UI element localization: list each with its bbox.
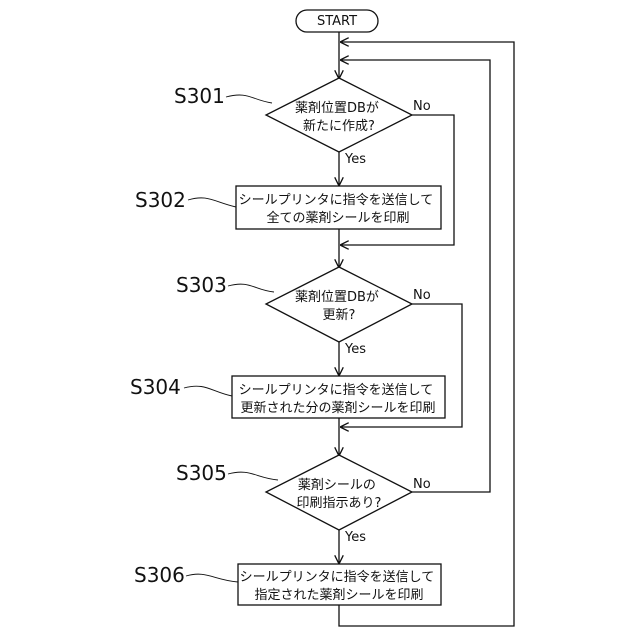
process-s304-line1: シールプリンタに指令を送信して: [239, 383, 434, 398]
process-s304-line2: 更新された分の薬剤シールを印刷: [240, 400, 435, 416]
decision-s305-line1: 薬剤シールの: [298, 477, 376, 493]
yes-label-s301: Yes: [344, 152, 366, 167]
decision-s303: 薬剤位置DBが 更新? S303 No Yes: [176, 267, 431, 357]
decision-s301: 薬剤位置DBが 新たに作成? S301 No Yes: [174, 78, 431, 167]
step-id-s303: S303: [176, 273, 227, 297]
no-label-s301: No: [413, 99, 431, 114]
yes-label-s305: Yes: [344, 530, 366, 545]
decision-s303-line2: 更新?: [323, 307, 356, 323]
decision-s305-line2: 印刷指示あり?: [297, 496, 382, 511]
decision-s303-line1: 薬剤位置DBが: [295, 289, 379, 305]
decision-s305: 薬剤シールの 印刷指示あり? S305 No Yes: [176, 455, 431, 545]
decision-s301-line1: 薬剤位置DBが: [295, 100, 379, 116]
process-s306-line2: 指定された薬剤シールを印刷: [254, 587, 423, 603]
decision-s301-line2: 新たに作成?: [303, 118, 375, 134]
process-s302-line2: 全ての薬剤シールを印刷: [266, 210, 409, 226]
process-s306: シールプリンタに指令を送信して 指定された薬剤シールを印刷 S306: [134, 563, 441, 605]
step-id-s304: S304: [130, 375, 181, 399]
start-label: START: [317, 14, 357, 29]
no-label-s303: No: [413, 288, 431, 303]
yes-label-s303: Yes: [344, 342, 366, 357]
start-terminal: START: [296, 10, 378, 32]
step-id-s306: S306: [134, 563, 185, 587]
no-label-s305: No: [413, 477, 431, 492]
step-id-s305: S305: [176, 461, 227, 485]
step-id-s302: S302: [135, 188, 186, 212]
step-id-s301: S301: [174, 84, 225, 108]
process-s304: シールプリンタに指令を送信して 更新された分の薬剤シールを印刷 S304: [130, 375, 445, 418]
process-s302-line1: シールプリンタに指令を送信して: [239, 193, 434, 208]
process-s306-line1: シールプリンタに指令を送信して: [240, 570, 435, 585]
process-s302: シールプリンタに指令を送信して 全ての薬剤シールを印刷 S302: [135, 186, 441, 229]
